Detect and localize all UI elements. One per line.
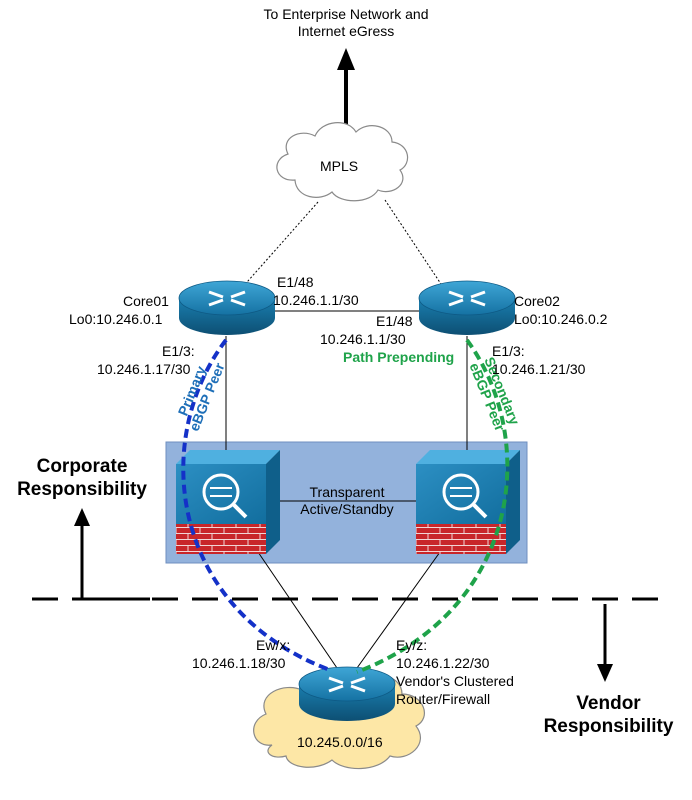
- core-link-a-port: E1/48: [277, 274, 314, 290]
- core-link-b-port: E1/48: [376, 313, 413, 329]
- egress-arrow: [337, 48, 355, 128]
- firewall1-icon: [176, 450, 280, 554]
- egress-label: To Enterprise Network and Internet eGres…: [230, 6, 462, 40]
- core01-loopback: Lo0:10.246.0.1: [69, 311, 163, 327]
- vendor-left-ip: 10.246.1.18/30: [192, 655, 286, 671]
- egress-label-line2: Internet eGress: [297, 23, 395, 39]
- firewall-link-label: Transparent Active/Standby: [282, 484, 412, 518]
- vendor-left-port: Ew/x:: [256, 637, 291, 653]
- core02-name: Core02: [514, 293, 560, 309]
- core02-loopback: Lo0:10.246.0.2: [514, 311, 608, 327]
- secondary-ebgp-peer-path: [356, 338, 510, 674]
- vendor-desc-line1: Vendor's Clustered: [396, 673, 514, 689]
- core01-e13-ip: 10.246.1.17/30: [97, 361, 191, 377]
- core-link-b-ip: 10.246.1.1/30: [320, 331, 406, 347]
- core-link-a-ip: 10.246.1.1/30: [273, 292, 359, 308]
- vendor-router-icon: [298, 666, 396, 721]
- vendor-responsibility-label: Vendor Responsibility: [525, 692, 692, 738]
- corporate-arrow: [74, 508, 150, 601]
- firewall-link-line1: Transparent: [309, 484, 385, 500]
- vendor-arrow: [597, 604, 613, 682]
- corporate-line1: Corporate: [36, 456, 128, 477]
- path-prepending-label: Path Prepending: [343, 349, 455, 365]
- corporate-responsibility-label: Corporate Responsibility: [0, 455, 164, 501]
- core02-e13-ip: 10.246.1.21/30: [492, 361, 586, 377]
- firewall-link-line2: Active/Standby: [300, 501, 394, 517]
- vendor-line1: Vendor: [576, 693, 641, 714]
- vendor-right-port: Ey/z:: [396, 637, 428, 653]
- mpls-link-core01: [239, 201, 319, 291]
- vendor-desc-line2: Router/Firewall: [396, 691, 491, 707]
- core02-router-icon: [418, 280, 516, 335]
- firewall2-icon: [416, 450, 520, 554]
- core01-e13-port: E1/3:: [162, 343, 195, 359]
- egress-label-line1: To Enterprise Network and: [263, 6, 429, 22]
- core01-router-icon: [178, 280, 276, 335]
- corporate-line2: Responsibility: [17, 479, 147, 500]
- mpls-cloud: [276, 122, 409, 202]
- mpls-label: MPLS: [320, 158, 359, 174]
- mpls-link-core02: [384, 199, 446, 291]
- link-fw1-vendor: [257, 551, 338, 669]
- core02-e13-port: E1/3:: [492, 343, 525, 359]
- core01-name: Core01: [123, 293, 169, 309]
- vendor-line2: Responsibility: [543, 716, 674, 737]
- vendor-cloud-label: 10.245.0.0/16: [297, 734, 383, 750]
- primary-ebgp-peer-path: [181, 338, 331, 672]
- link-fw2-vendor: [356, 551, 441, 669]
- vendor-right-ip: 10.246.1.22/30: [396, 655, 490, 671]
